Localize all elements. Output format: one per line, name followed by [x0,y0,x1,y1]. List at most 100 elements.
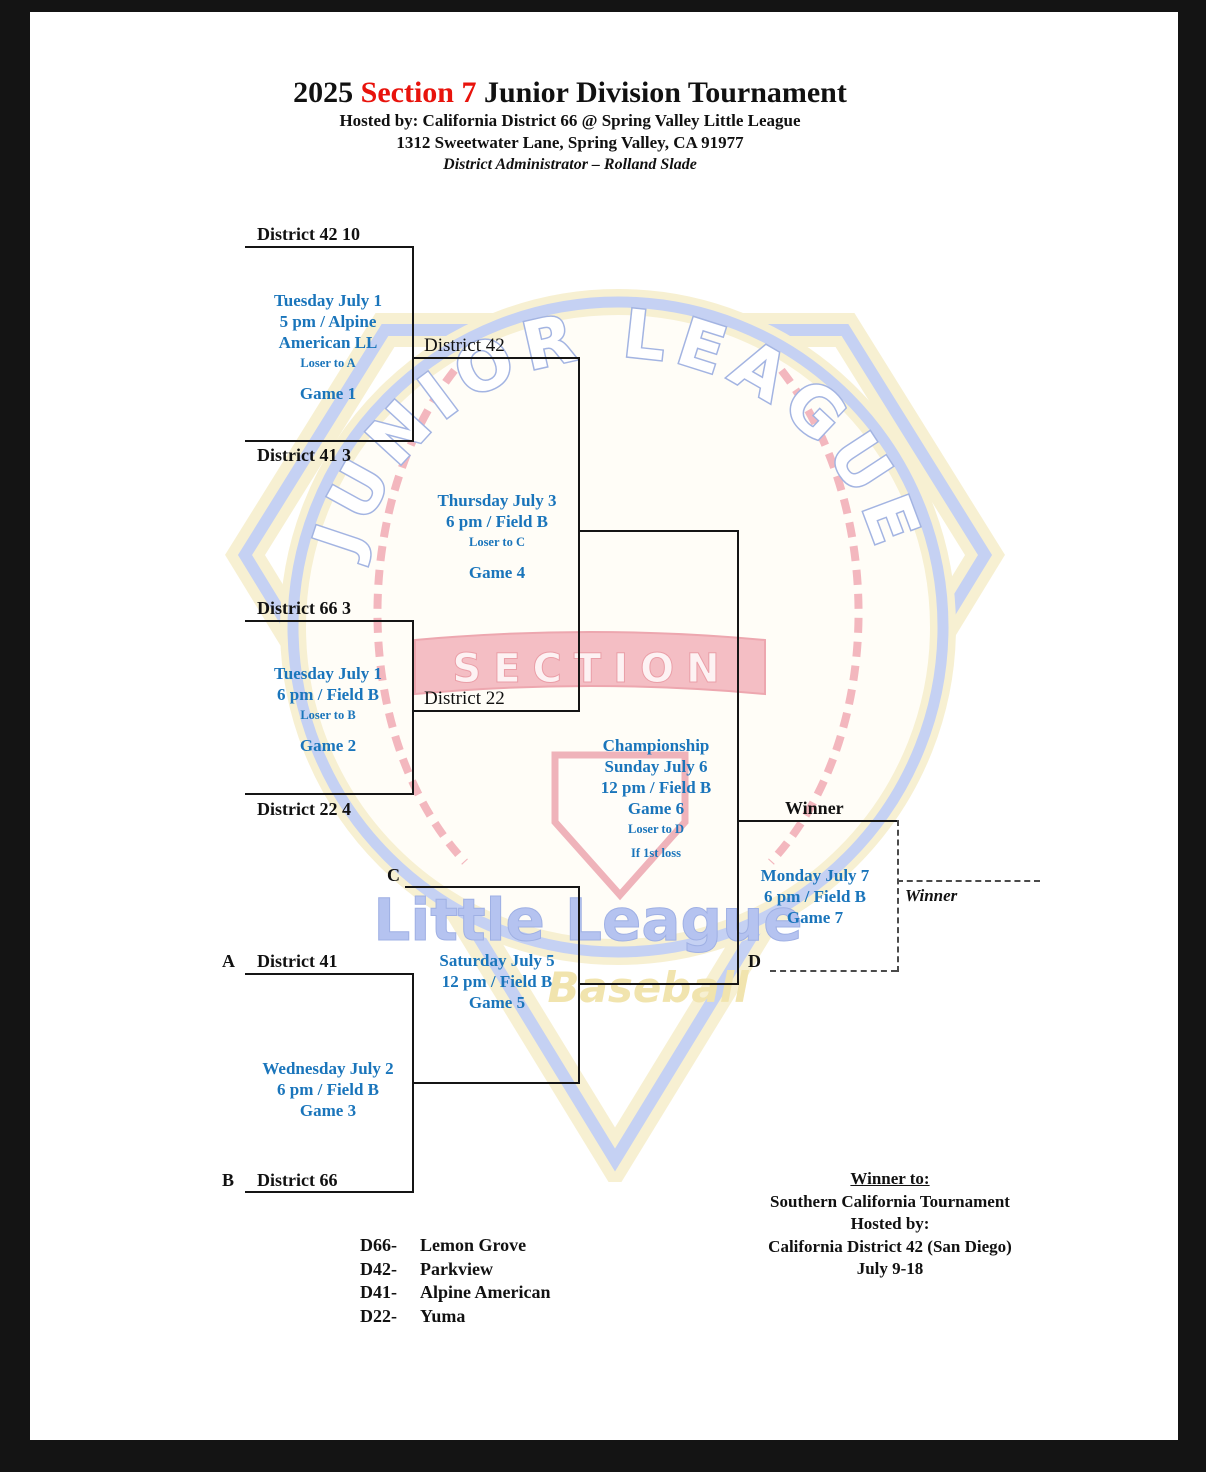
title-rest: Junior Division Tournament [483,76,847,109]
page-title: 2025 Section 7 Junior Division Tournamen… [30,76,1110,110]
advance-host-district: California District 42 (San Diego) [768,1236,1012,1256]
seed-d22-line [245,793,412,795]
seed-d66-line [245,620,412,622]
slot-a-line [245,973,412,975]
baseball-label: Baseball [547,963,749,1012]
slot-a-team: District 41 [257,951,338,971]
game4-date: Thursday July 3 [437,491,557,510]
game-4-info: Thursday July 3 6 pm / Field B Loser to … [420,490,574,583]
game6-date: Sunday July 6 [604,757,708,776]
game6-label: Game 6 [627,799,685,818]
district-legend: D66- Lemon Grove D42- Parkview D41-Alpine … [360,1234,551,1328]
game2-date: Tuesday July 1 [273,664,383,683]
slot-b-team: District 66 [257,1170,338,1190]
game3-venue: 6 pm / Field B [276,1080,379,1099]
legend-code: D66- [360,1235,397,1255]
game6-venue: 12 pm / Field B [600,778,712,797]
baseball-seam-right [763,349,863,865]
baseball-seam-left [373,349,473,865]
little-league-label: Little League [373,886,802,954]
section-banner-ribbon [414,631,766,696]
legend-row: D42- Parkview [360,1258,551,1282]
game-3-info: Wednesday July 2 6 pm / Field B Game 3 [241,1058,415,1121]
game2-loser-note: Loser to B [300,708,356,722]
game-7-info: Monday July 7 6 pm / Field B Game 7 [736,865,894,928]
game-2-info: Tuesday July 1 6 pm / Field B Loser to B… [253,663,403,756]
document-header: 2025 Section 7 Junior Division Tournamen… [30,76,1110,176]
game1-bracket-line [412,246,414,442]
game4-loser-note: Loser to C [468,535,525,549]
game3-label: Game 3 [299,1101,357,1120]
district-administrator-line: District Administrator – Rolland Slade [443,156,697,173]
winner-to-title: Winner to: [850,1169,930,1188]
circle-outline [287,296,949,958]
game1-label: Game 1 [299,384,357,403]
seed-d22-label: District 22 4 [257,799,351,819]
advance-dates: July 9-18 [856,1259,924,1278]
legend-row: D41-Alpine American [360,1281,551,1305]
slot-d-dashed-line [770,970,897,972]
game4-label: Game 4 [468,563,526,582]
game7-date: Monday July 7 [760,866,870,885]
slot-c-line [405,886,578,888]
legend-code: D22- [360,1305,397,1326]
hosted-by-line: Hosted by: California District 66 @ Spri… [339,111,801,130]
game2-winner-label: District 22 [424,688,505,709]
document-page: JUNIOR LEAGUE SECTION Little League Base… [30,12,1178,1440]
seed-d66-label: District 66 3 [257,598,351,618]
championship-bracket-line [737,530,739,985]
championship-winner-label: Winner [785,798,844,818]
slot-c-label: C [387,865,400,885]
seed-d41-line [245,440,412,442]
section-banner-label: SECTION [452,646,731,692]
legend-team: Parkview [420,1258,493,1279]
slot-a-label: A [222,951,235,971]
legend-team: Lemon Grove [420,1235,527,1255]
game7-winner-dashed-line [897,880,1040,882]
game2-winner-line [412,710,578,712]
keystone-outline [551,751,689,901]
game5-date: Saturday July 5 [439,951,555,970]
seed-d42-label: District 42 10 [257,224,360,244]
game2-venue: 6 pm / Field B [276,685,379,704]
legend-row: D66- Lemon Grove [360,1234,551,1258]
legend-code: D41- [360,1282,397,1302]
game1-winner-label: District 42 [424,335,505,356]
game1-loser-note: Loser to A [300,356,356,370]
advance-hosted-by: Hosted by: [850,1214,930,1233]
game6-loser-note: Loser to D [627,822,684,836]
game3-winner-line [412,1082,578,1084]
game5-venue: 12 pm / Field B [441,972,553,991]
title-year: 2025 [293,76,354,109]
legend-row: D22- Yuma [360,1305,551,1329]
game4-bracket-line [578,357,580,712]
game6-title: Championship [602,736,710,755]
legend-code: D42- [360,1258,397,1279]
advance-tournament: Southern California Tournament [770,1191,1010,1211]
game1-venue: 5 pm / Alpine American LL [278,312,378,352]
slot-b-label: B [222,1170,235,1190]
seed-d41-label: District 41 3 [257,445,351,465]
seed-d42-line [245,246,412,248]
slot-b-line [245,1191,412,1193]
game2-bracket-line [412,620,414,795]
title-section-highlight: Section 7 [360,76,477,109]
game-6-championship-info: Championship Sunday July 6 12 pm / Field… [566,735,746,861]
game7-dashed-bracket-line [897,820,899,972]
game6-if-first-loss-note: If 1st loss [630,846,681,860]
game7-venue: 6 pm / Field B [763,887,866,906]
game5-bracket-line [578,886,580,1084]
game2-label: Game 2 [299,736,357,755]
game1-winner-line [412,357,578,359]
game3-date: Wednesday July 2 [262,1059,394,1078]
game-5-info: Saturday July 5 12 pm / Field B Game 5 [417,950,577,1013]
game4-winner-line [578,530,739,532]
legend-team: Yuma [420,1305,466,1326]
championship-winner-line [737,820,897,822]
winner-advances-to-block: Winner to: Southern California Tournamen… [720,1168,1060,1281]
game4-venue: 6 pm / Field B [445,512,548,531]
slot-d-label: D [748,951,761,971]
address-line: 1312 Sweetwater Lane, Spring Valley, CA … [396,133,744,152]
game7-label: Game 7 [786,908,844,927]
game5-label: Game 5 [468,993,526,1012]
